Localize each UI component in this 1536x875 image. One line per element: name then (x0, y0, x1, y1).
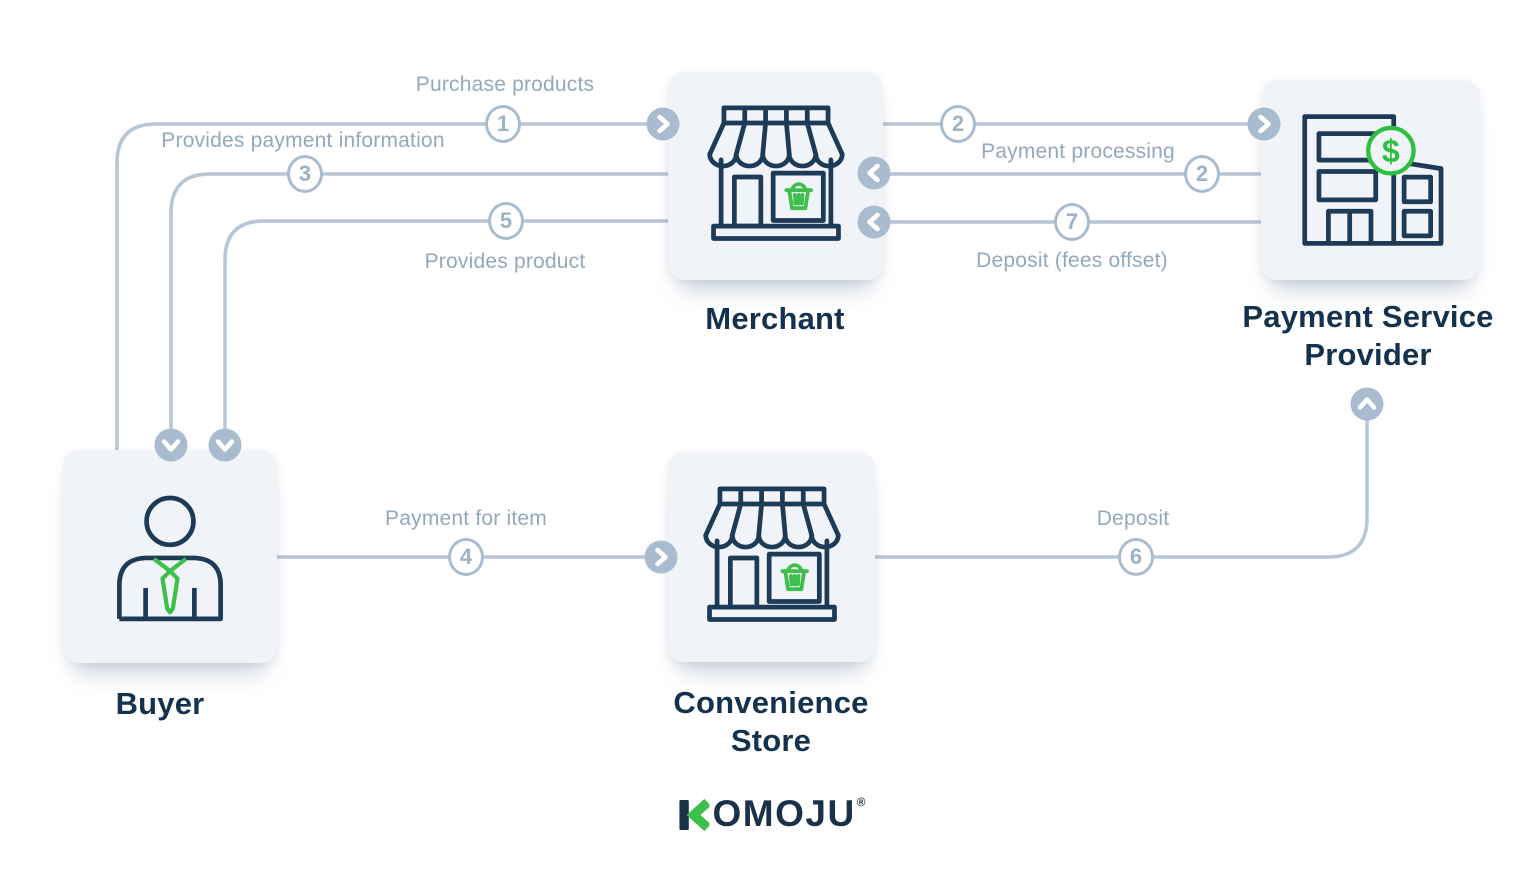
storefront-icon (702, 486, 841, 622)
purchase-products-label: Purchase products (415, 73, 595, 96)
step-badge-5: 5 (488, 202, 524, 240)
wire-deposit (875, 418, 1369, 559)
shopping-basket-icon (780, 563, 809, 592)
deposit-label: Deposit (1096, 507, 1170, 530)
arrow-left-icon (857, 205, 891, 239)
komoju-logo-text: OMOJU (712, 793, 856, 834)
arrow-down-icon (208, 428, 242, 462)
merchant-label: Merchant (705, 300, 844, 338)
wire-provides-payment-information (169, 172, 668, 436)
payment-service-provider-label: Payment Service Provider (1242, 298, 1493, 374)
arrow-left-icon (857, 156, 891, 190)
komoju-k-icon (679, 798, 710, 832)
wire-provides-product (223, 219, 668, 436)
step-number: 2 (951, 111, 965, 136)
step-badge-7: 7 (1054, 203, 1090, 241)
payment-processing-label: Payment processing (981, 140, 1175, 163)
komoju-logo: OMOJU ® (678, 793, 866, 834)
payment-for-item-label: Payment for item (385, 507, 547, 530)
psp-label-line1: Payment Service (1242, 299, 1494, 334)
provides-payment-information-label: Provides payment information (161, 129, 445, 152)
merchant-label-text: Merchant (705, 301, 845, 336)
convenience-store-card (668, 452, 875, 662)
payment-service-provider-card: $ (1261, 80, 1480, 280)
step-number: 5 (499, 208, 513, 233)
bank-building-dollar-icon: $ (1301, 114, 1443, 246)
svg-text:$: $ (1381, 133, 1399, 169)
registered-trademark: ® (856, 795, 866, 809)
arrow-right-icon (646, 107, 680, 141)
arrow-down-icon (154, 428, 188, 462)
store-label-line2: Store (730, 723, 812, 758)
convenience-store-label: Convenience Store (673, 684, 868, 760)
step-number: 3 (298, 161, 312, 186)
step-badge-1: 1 (485, 105, 521, 143)
step-number: 6 (1129, 544, 1143, 569)
buyer-card (63, 450, 277, 663)
psp-label-line2: Provider (1304, 337, 1432, 372)
shopping-basket-icon (784, 182, 813, 211)
green-tie-icon (152, 556, 188, 614)
merchant-card (668, 72, 883, 280)
store-label-line1: Convenience (673, 685, 869, 720)
step-number: 4 (459, 544, 473, 569)
arrow-up-icon (1350, 387, 1384, 421)
wire-purchase-products (115, 122, 650, 452)
buyer-label-text: Buyer (115, 686, 205, 721)
person-with-tie-icon (117, 495, 223, 621)
arrow-right-icon (644, 540, 678, 574)
step-number: 2 (1195, 161, 1209, 186)
dollar-badge-icon: $ (1365, 125, 1416, 176)
provides-product-label: Provides product (424, 250, 586, 273)
step-badge-2-to-merchant: 2 (1184, 155, 1220, 193)
step-badge-6: 6 (1118, 538, 1154, 576)
storefront-icon (706, 105, 845, 241)
step-number: 1 (496, 111, 510, 136)
step-badge-4: 4 (448, 538, 484, 576)
step-badge-2-to-psp: 2 (940, 105, 976, 143)
arrow-right-icon (1247, 107, 1281, 141)
deposit-fees-offset-label: Deposit (fees offset) (976, 249, 1168, 272)
step-number: 7 (1065, 209, 1079, 234)
step-badge-3: 3 (287, 155, 323, 193)
buyer-label: Buyer (116, 685, 205, 723)
